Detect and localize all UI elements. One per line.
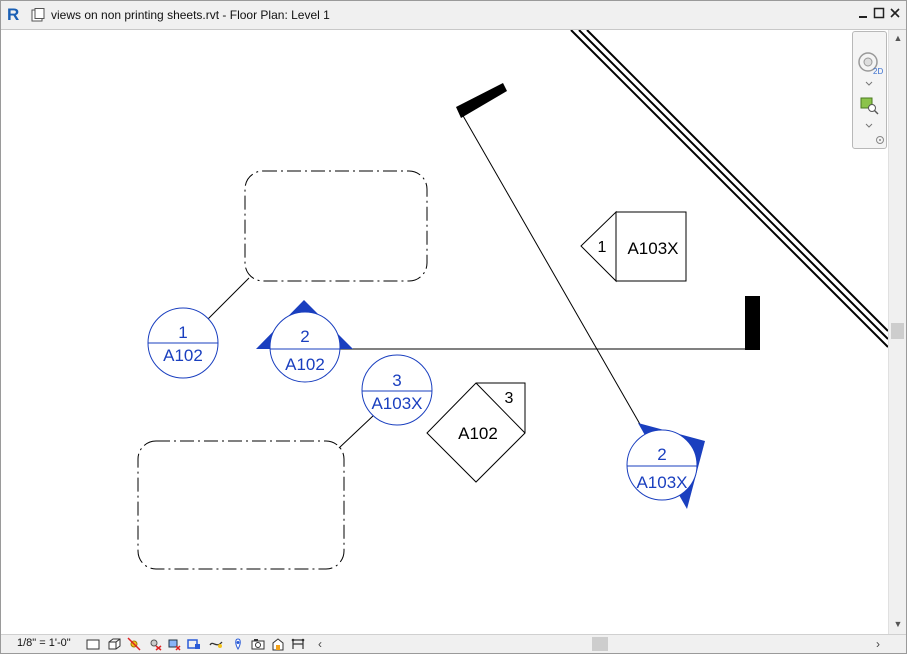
visual-style-icon[interactable] [107,637,121,651]
scroll-right-arrow-icon[interactable]: › [876,637,880,651]
close-icon [890,8,900,18]
scroll-down-arrow-icon[interactable]: ▼ [893,619,903,629]
chevron-down-icon[interactable] [865,81,873,86]
section-line-diagonal[interactable] [461,113,642,427]
diagonal-wall[interactable] [570,29,889,348]
horizontal-scrollbar[interactable]: ‹ › [313,636,891,652]
section-end-marker-diagonal[interactable] [456,83,507,118]
section-tag-mid-number: 2 [300,327,309,346]
view-control-bar: 1/8" = 1'-0" ‹ › [1,634,906,653]
navbar-options-icon[interactable] [876,136,884,144]
horizontal-scroll-thumb[interactable] [592,637,608,651]
shadows-icon[interactable] [148,637,162,651]
show-analytical-model-icon[interactable] [291,637,305,651]
section-tag-left-number: 1 [178,323,187,342]
show-crop-region-icon[interactable] [187,637,201,651]
elevation-tag-diamond-number: 3 [505,390,514,407]
view-scale[interactable]: 1/8" = 1'-0" [17,637,71,649]
scroll-left-arrow-icon[interactable]: ‹ [318,637,322,651]
close-button[interactable] [888,6,902,22]
scroll-up-arrow-icon[interactable]: ▲ [893,33,903,43]
drawing-canvas[interactable]: 1 A102 2 A102 3 A103X [1,29,889,634]
chevron-down-icon-2[interactable] [865,123,873,128]
section-tag-right[interactable]: 2 A103X [626,423,705,509]
callout-tag-lower[interactable]: 3 A103X [361,354,433,426]
steering-wheel-label: 2D [873,67,883,76]
temporary-hide-icon[interactable] [231,637,245,651]
section-tag-left[interactable]: 1 A102 [147,307,219,379]
navigation-bar: 2D [852,31,887,149]
lock-3d-view-icon[interactable] [209,637,223,651]
section-tag-mid[interactable]: 2 A102 [256,300,353,383]
elevation-tag-top[interactable]: 1 A103X [580,210,687,283]
vertical-scrollbar[interactable]: ▲ ▼ [888,30,906,634]
crop-view-icon[interactable] [167,637,181,651]
callout-boundary-lower[interactable] [137,440,345,570]
reveal-hidden-icon[interactable] [251,637,265,651]
document-icon [31,8,45,22]
elevation-tag-top-sheet: A103X [627,239,678,258]
sun-path-icon[interactable] [127,637,141,651]
zoom-region-icon[interactable] [860,97,879,115]
vertical-scroll-thumb[interactable] [891,323,904,339]
section-tag-right-number: 2 [657,445,666,464]
callout-tag-lower-number: 3 [392,371,401,390]
temporary-view-properties-icon[interactable] [271,637,285,651]
steering-wheel-icon[interactable]: 2D [858,52,883,76]
revit-app-icon[interactable]: R [7,5,20,24]
elevation-tag-top-number: 1 [598,239,607,256]
elevation-tag-diamond-sheet: A102 [458,424,498,443]
restore-icon [873,7,885,19]
section-end-marker-horizontal[interactable] [745,296,760,350]
restore-button[interactable] [872,6,886,22]
minimize-button[interactable] [856,6,870,22]
callout-leader-lower [338,414,375,449]
callout-tag-lower-sheet: A103X [371,394,422,413]
callout-boundary-upper[interactable] [244,170,428,282]
detail-level-icon[interactable] [86,637,100,651]
callout-leader-upper [207,277,250,320]
section-tag-mid-sheet: A102 [285,355,325,374]
section-tag-right-sheet: A103X [636,473,687,492]
section-tag-left-sheet: A102 [163,346,203,365]
floor-plan-drawing[interactable]: 1 A102 2 A102 3 A103X [1,29,889,634]
minimize-icon [859,16,867,18]
navigation-bar-icons: 2D [858,52,884,144]
window-title: views on non printing sheets.rvt - Floor… [51,8,330,22]
title-bar[interactable]: R views on non printing sheets.rvt - Flo… [1,1,906,30]
elevation-tag-diamond[interactable]: 3 A102 [426,382,526,483]
